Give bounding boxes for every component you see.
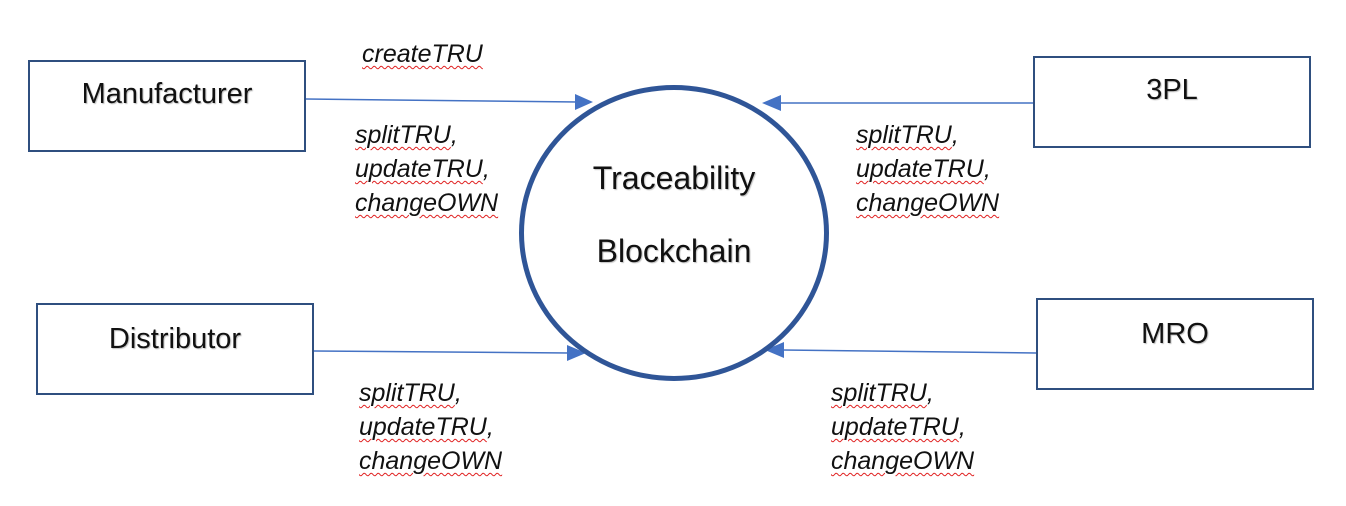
split-tru-text: splitTRU <box>359 379 455 407</box>
separator: , <box>454 379 462 407</box>
3pl-node: 3PL <box>1033 56 1311 148</box>
change-own-text: changeOWN <box>359 447 503 475</box>
update-tru-text: updateTRU <box>856 155 984 183</box>
update-tru-text: updateTRU <box>359 413 487 441</box>
arrowhead-mro <box>765 342 784 358</box>
update-tru-text: updateTRU <box>831 413 959 441</box>
separator: , <box>983 155 991 183</box>
change-own-text: changeOWN <box>831 447 975 475</box>
mro-node: MRO <box>1036 298 1314 390</box>
arrow-manufacturer <box>305 98 579 103</box>
separator: , <box>951 121 959 149</box>
center-title-line2: Blockchain <box>596 233 752 269</box>
distributor-node: Distributor <box>36 303 314 395</box>
separator: , <box>486 413 494 441</box>
edge-label-3pl: splitTRU, updateTRU, changeOWN <box>856 118 999 220</box>
arrowhead-3pl <box>762 95 781 111</box>
separator: , <box>450 121 458 149</box>
manufacturer-node: Manufacturer <box>28 60 306 152</box>
split-tru-text: splitTRU <box>856 121 952 149</box>
traceability-blockchain-node <box>519 85 829 381</box>
3pl-label: 3PL <box>1146 74 1198 106</box>
arrowhead-manufacturer <box>575 94 593 110</box>
separator: , <box>482 155 490 183</box>
center-title-line1: Traceability <box>592 160 756 196</box>
split-tru-text: splitTRU <box>831 379 927 407</box>
change-own-text: changeOWN <box>856 189 1000 217</box>
edge-label-create: createTRU <box>362 37 483 71</box>
mro-label: MRO <box>1141 318 1209 350</box>
separator: , <box>958 413 966 441</box>
distributor-label: Distributor <box>108 323 242 355</box>
arrow-mro <box>782 349 1037 354</box>
separator: , <box>926 379 934 407</box>
change-own-text: changeOWN <box>355 189 499 217</box>
arrowhead-distributor <box>567 345 586 361</box>
edge-label-mro: splitTRU, updateTRU, changeOWN <box>831 376 974 478</box>
update-tru-text: updateTRU <box>355 155 483 183</box>
manufacturer-label: Manufacturer <box>81 78 253 110</box>
edge-label-distributor: splitTRU, updateTRU, changeOWN <box>359 376 502 478</box>
create-tru-text: createTRU <box>362 40 483 68</box>
edge-label-manufacturer: splitTRU, updateTRU, changeOWN <box>355 118 498 220</box>
arrow-distributor <box>313 350 571 354</box>
split-tru-text: splitTRU <box>355 121 451 149</box>
